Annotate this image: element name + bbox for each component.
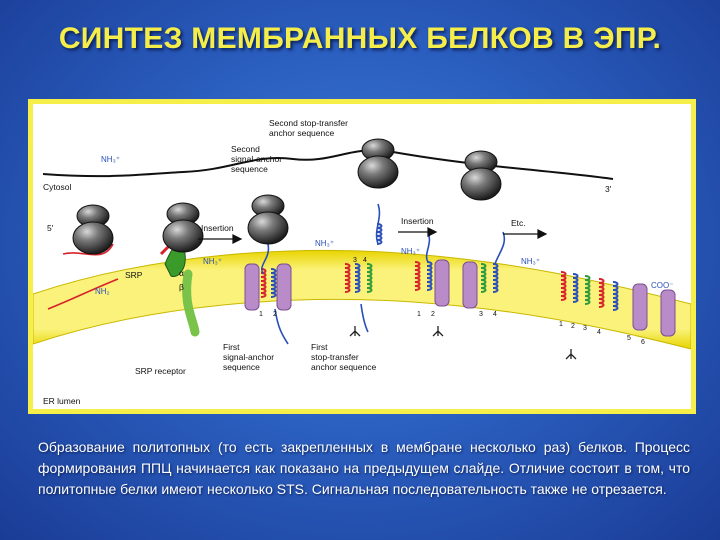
er-membrane: [33, 250, 691, 349]
label-second-signal-anchor-3: sequence: [231, 164, 268, 174]
figure-frame: Cytosol ER lumen 5' 3' SRP α β SRP recep…: [28, 99, 696, 414]
helix-number: 4: [597, 329, 601, 336]
label-srp-receptor: SRP receptor: [135, 366, 186, 376]
label-second-stop-transfer-1: Second stop-transfer: [269, 118, 348, 128]
label-coo: COO⁻: [651, 281, 673, 290]
label-first-stop-transfer-3: anchor sequence: [311, 362, 376, 372]
label-nh2: NH₂: [95, 287, 110, 296]
helix-number: 4: [363, 257, 367, 264]
helix-number: 3: [353, 257, 357, 264]
helix-number: 2: [431, 311, 435, 318]
helix-number: 5: [627, 335, 631, 342]
helix-number: 4: [493, 311, 497, 318]
label-er-lumen: ER lumen: [43, 396, 81, 406]
ribosomes: [73, 139, 501, 254]
label-second-stop-transfer-2: anchor sequence: [269, 128, 334, 138]
label-nh3-top: NH₃⁺: [101, 155, 120, 164]
helix-number: 3: [583, 325, 587, 332]
label-nh3-5: NH₃⁺: [521, 257, 540, 266]
label-srp: SRP: [125, 270, 143, 280]
label-5prime: 5': [47, 223, 54, 233]
label-first-stop-transfer-2: stop-transfer: [311, 352, 359, 362]
label-insertion-1: Insertion: [201, 223, 234, 233]
label-first-signal-anchor-2: signal-anchor: [223, 352, 274, 362]
label-first-stop-transfer-1: First: [311, 342, 328, 352]
helix-number: 1: [259, 311, 263, 318]
helix-number: 3: [479, 311, 483, 318]
label-cytosol: Cytosol: [43, 182, 71, 192]
helix-number: 2: [273, 311, 277, 318]
label-nh3-3: NH₃⁺: [315, 239, 334, 248]
label-second-signal-anchor-2: signal-anchor: [231, 154, 282, 164]
label-insertion-2: Insertion: [401, 216, 434, 226]
helix-number: 1: [559, 321, 563, 328]
label-etc: Etc.: [511, 218, 526, 228]
label-nh3-2: NH₃⁺: [203, 257, 222, 266]
helix-number: 2: [571, 323, 575, 330]
label-3prime: 3': [605, 184, 612, 194]
label-first-signal-anchor-1: First: [223, 342, 240, 352]
mrna-strand: [43, 150, 613, 179]
slide-caption: Образование политопных (то есть закрепле…: [38, 437, 690, 500]
helix-number: 1: [417, 311, 421, 318]
label-second-signal-anchor-1: Second: [231, 144, 260, 154]
label-alpha: α: [179, 268, 184, 278]
label-first-signal-anchor-3: sequence: [223, 362, 260, 372]
slide-title: СИНТЕЗ МЕМБРАННЫХ БЕЛКОВ В ЭПР.: [0, 22, 720, 56]
membrane-protein-diagram: Cytosol ER lumen 5' 3' SRP α β SRP recep…: [33, 104, 691, 409]
glycan-marks: [350, 326, 576, 359]
helix-number: 6: [641, 339, 645, 346]
label-nh3-4: NH₃⁺: [401, 247, 420, 256]
label-beta: β: [179, 282, 184, 292]
